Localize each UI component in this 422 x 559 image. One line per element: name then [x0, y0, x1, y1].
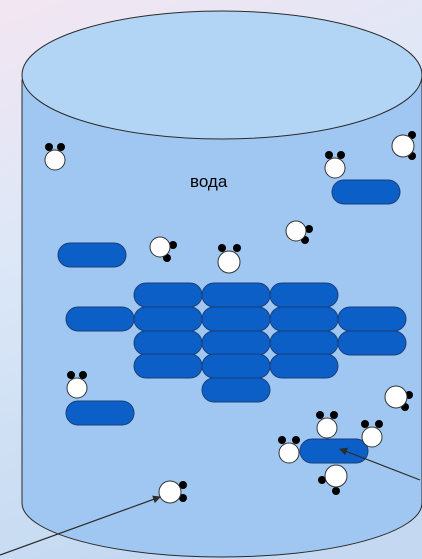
water-molecule — [44, 143, 66, 171]
molecule-block — [57, 242, 127, 268]
hydrogen-dot — [332, 487, 340, 495]
molecule-block — [201, 330, 271, 356]
hydrogen-dot — [79, 371, 87, 379]
molecule-block — [65, 400, 135, 426]
oxygen-circle — [217, 250, 241, 274]
molecule-block — [133, 306, 203, 332]
oxygen-circle — [158, 480, 182, 504]
cylinder-top — [21, 10, 422, 140]
molecule-block — [269, 306, 339, 332]
hydrogen-dot — [218, 244, 226, 252]
hydrogen-dot — [337, 151, 345, 159]
water-molecule — [278, 436, 300, 464]
oxygen-circle — [278, 442, 300, 464]
oxygen-circle — [149, 236, 171, 258]
hydrogen-dot — [361, 420, 369, 428]
hydrogen-dot — [67, 371, 75, 379]
oxygen-circle — [66, 377, 88, 399]
hydrogen-dot — [57, 143, 65, 151]
molecule-block — [299, 438, 369, 464]
oxygen-circle — [324, 464, 348, 488]
water-molecule — [158, 480, 187, 504]
hydrogen-dot — [316, 411, 324, 419]
hydrogen-dot — [278, 436, 286, 444]
hydrogen-dot — [179, 481, 187, 489]
hydrogen-dot — [169, 241, 177, 249]
water-molecule — [217, 244, 241, 274]
molecule-block — [337, 330, 407, 356]
molecule-block — [337, 306, 407, 332]
water-molecule — [324, 151, 346, 179]
oxygen-circle — [361, 426, 383, 448]
water-molecule — [316, 411, 338, 439]
molecule-block — [201, 306, 271, 332]
oxygen-circle — [44, 149, 66, 171]
water-molecule — [391, 131, 416, 160]
water-molecule — [361, 420, 383, 448]
molecular-blocks — [57, 179, 407, 464]
water-molecule — [66, 371, 88, 399]
oxygen-circle — [391, 134, 415, 158]
molecule-block — [269, 282, 339, 308]
molecule-block — [65, 306, 135, 332]
molecule-block — [269, 330, 339, 356]
molecule-block — [269, 353, 339, 379]
water-label: вода — [190, 172, 228, 191]
hydrogen-dot — [325, 151, 333, 159]
oxygen-circle — [384, 385, 408, 409]
water-molecule — [149, 236, 177, 262]
arrow-right — [339, 447, 421, 481]
water-molecules — [44, 131, 416, 504]
molecule-block — [201, 377, 271, 403]
molecule-block — [133, 353, 203, 379]
hydrogen-dot — [375, 420, 383, 428]
hydrogen-dot — [233, 244, 241, 252]
molecule-block — [331, 179, 401, 205]
molecule-block — [201, 282, 271, 308]
hydrogen-dot — [318, 476, 326, 484]
oxygen-circle — [324, 157, 346, 179]
water-molecule — [318, 464, 348, 495]
hydrogen-dot — [305, 225, 313, 233]
arrow-bottom-left — [0, 495, 161, 556]
hydrogen-dot — [330, 411, 338, 419]
hydrogen-dot — [45, 143, 53, 151]
oxygen-circle — [316, 417, 338, 439]
oxygen-circle — [285, 220, 307, 242]
molecule-block — [133, 282, 203, 308]
hydrogen-dot — [292, 436, 300, 444]
hydrogen-dot — [179, 494, 187, 502]
molecule-block — [133, 330, 203, 356]
water-molecule — [384, 385, 413, 411]
water-molecule — [285, 220, 313, 244]
molecule-block — [201, 353, 271, 379]
